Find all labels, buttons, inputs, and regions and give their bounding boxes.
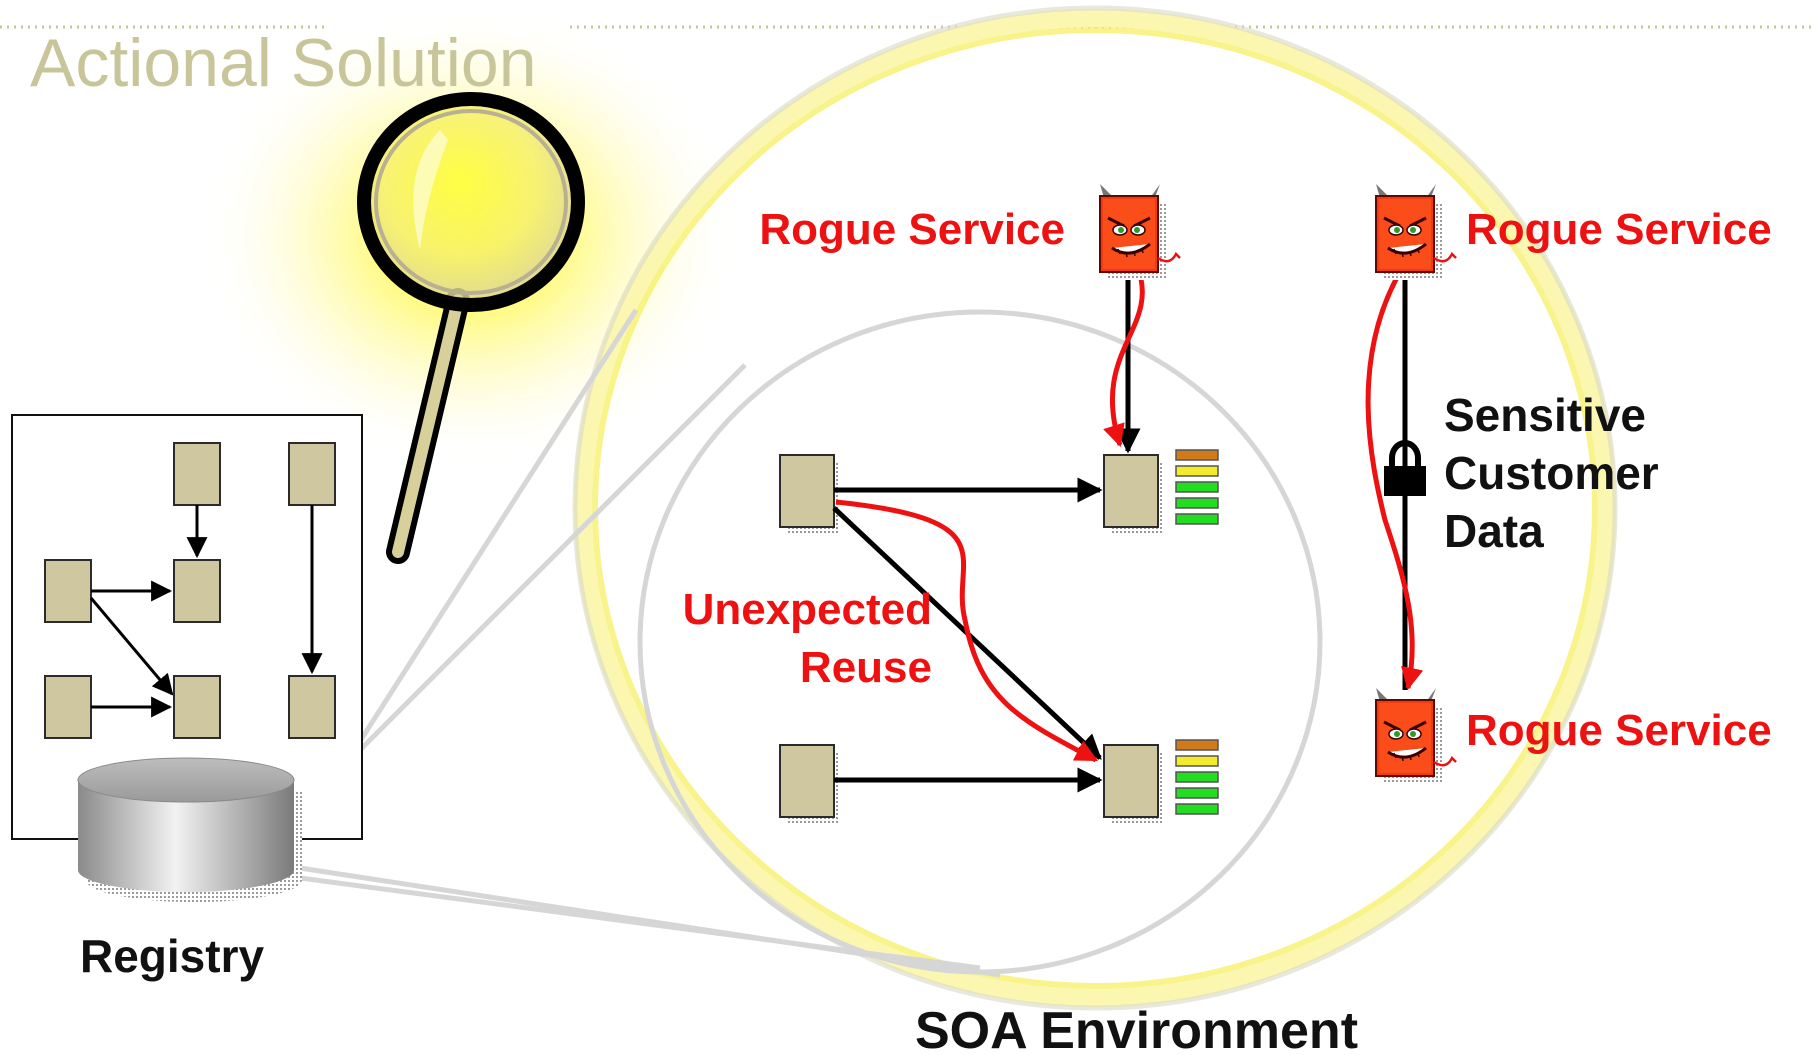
rogue-service-label-top-right: Rogue Service (1466, 205, 1772, 254)
service-box (1103, 454, 1165, 534)
registry-service-box (173, 559, 221, 623)
slide-title: Actional Solution (30, 25, 537, 101)
registry-mini-graph (44, 442, 336, 739)
sensitive-data-line3: Data (1444, 505, 1544, 557)
sensitive-data-line1: Sensitive (1444, 389, 1646, 441)
soa-environment-ring (572, 5, 1618, 1011)
sensitive-data-line2: Customer (1444, 447, 1659, 499)
service-box (779, 454, 841, 534)
devil-service-icon (1374, 686, 1458, 786)
unexpected-reuse-line2: Reuse (800, 643, 932, 692)
padlock-icon (1384, 440, 1426, 496)
devil-service-icon (1098, 182, 1182, 282)
registry-service-box (288, 675, 336, 739)
rogue-flows (835, 267, 1424, 763)
registry-service-box (44, 675, 92, 739)
registry-icon (77, 757, 302, 902)
service-box (779, 744, 841, 824)
health-meter-icon (1175, 449, 1219, 525)
magnifying-glass-icon (357, 92, 585, 564)
registry-label: Registry (80, 930, 264, 982)
unexpected-reuse-line1: Unexpected (683, 585, 932, 634)
registry-service-box (288, 442, 336, 506)
soa-environment-label: SOA Environment (915, 1002, 1358, 1055)
devil-service-icon (1374, 182, 1458, 282)
registry-service-box (44, 559, 92, 623)
rogue-service-label-bottom-right: Rogue Service (1466, 706, 1772, 755)
health-meter-icon (1175, 739, 1219, 815)
registry-service-box (173, 442, 221, 506)
service-box (1103, 744, 1165, 824)
inner-scope-circle (637, 309, 1323, 975)
registry-service-box (173, 675, 221, 739)
rogue-service-label-top-left: Rogue Service (759, 205, 1065, 254)
